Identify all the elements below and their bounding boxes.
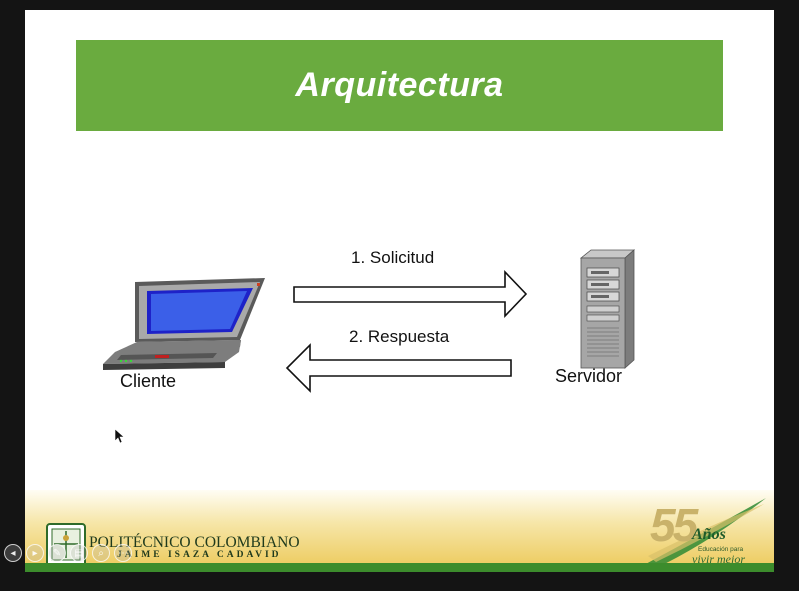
- anniversary-tagline-small: Educación para: [698, 546, 744, 553]
- footer-green-stripe: [25, 563, 774, 572]
- slide-footer: POLITÉCNICO COLOMBIANO JAIME ISAZA CADAV…: [25, 490, 774, 572]
- slides-button[interactable]: ▤: [70, 544, 88, 562]
- title-bar: Arquitectura: [76, 40, 723, 131]
- play-button[interactable]: ▸: [26, 544, 44, 562]
- zoom-icon: ⌕: [98, 547, 104, 559]
- request-arrow: [293, 270, 528, 318]
- prev-icon: ◂: [10, 547, 16, 559]
- anniversary-number: 55: [650, 499, 698, 551]
- client-label: Cliente: [120, 371, 177, 391]
- response-label: 2. Respuesta: [349, 327, 450, 346]
- server-icon: [579, 249, 636, 369]
- pen-icon: ✎: [52, 547, 62, 559]
- player-controls: ◂ ▸ ✎ ▤ ⌕ ⋯: [4, 544, 132, 562]
- slide-title: Arquitectura: [295, 66, 504, 104]
- anniversary-logo: 55 Años Educación para vivir mejor: [638, 496, 768, 572]
- more-button[interactable]: ⋯: [114, 544, 132, 562]
- mouse-cursor-icon: [114, 428, 124, 444]
- slide: Arquitectura: [25, 10, 774, 572]
- zoom-button[interactable]: ⌕: [92, 544, 110, 562]
- institution-name: POLITÉCNICO COLOMBIANO: [89, 534, 300, 551]
- anniversary-tagline: vivir mejor: [692, 552, 745, 566]
- more-icon: ⋯: [118, 547, 128, 559]
- server-label: Servidor: [555, 366, 623, 386]
- play-icon: ▸: [32, 547, 38, 559]
- pen-button[interactable]: ✎: [48, 544, 66, 562]
- swoosh-icon: [642, 498, 766, 570]
- slides-icon: ▤: [74, 547, 84, 559]
- prev-slide-button[interactable]: ◂: [4, 544, 22, 562]
- client-server-diagram: [103, 249, 636, 393]
- institution-subtitle: JAIME ISAZA CADAVID: [117, 550, 282, 560]
- request-label: 1. Solicitud: [351, 248, 435, 267]
- laptop-icon: [103, 278, 265, 370]
- anniversary-word: Años: [692, 526, 726, 543]
- response-arrow: [285, 343, 512, 393]
